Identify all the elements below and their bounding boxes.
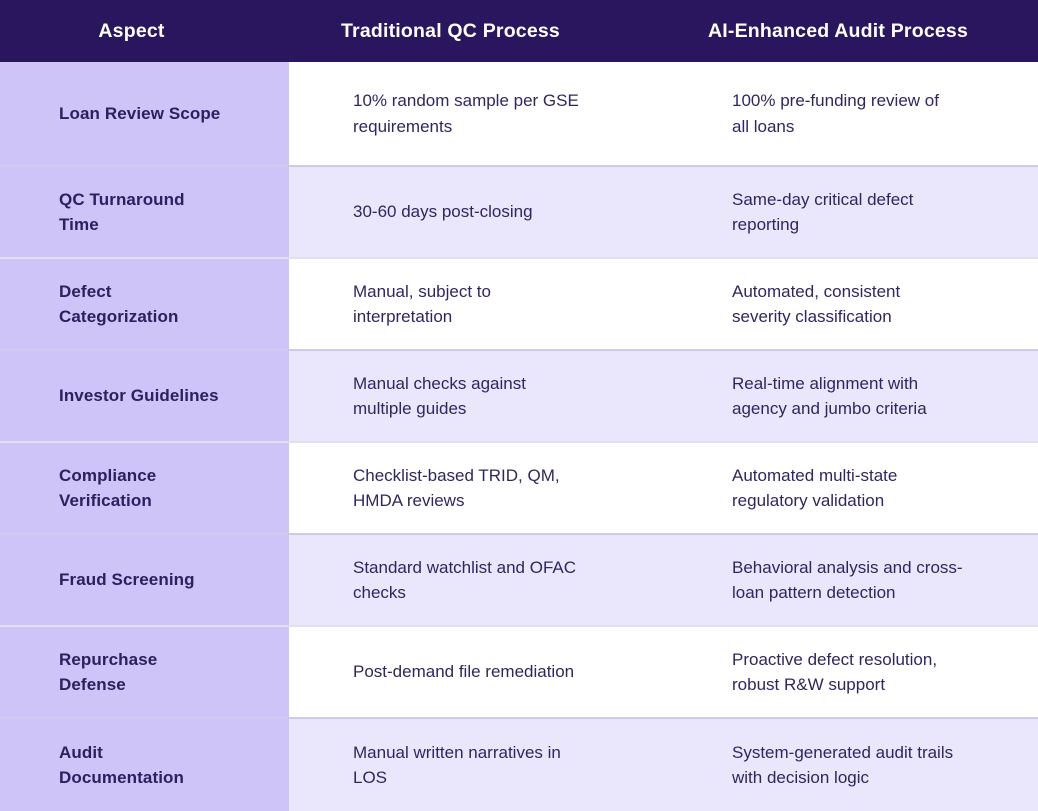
cell-aspect: QC Turnaround Time [0,167,289,257]
table-row: Repurchase Defense Post-demand file reme… [0,625,1038,717]
traditional-value: Manual, subject to interpretation [353,281,491,327]
cell-ai-enhanced: Real-time alignment with agency and jumb… [668,351,1038,441]
cell-traditional: Standard watchlist and OFAC checks [289,535,668,625]
header-cell-traditional: Traditional QC Process [263,0,638,62]
table-row: Audit Documentation Manual written narra… [0,717,1038,811]
cell-ai-enhanced: 100% pre-funding review of all loans [668,62,1038,165]
cell-aspect: Defect Categorization [0,259,289,349]
table-row: Defect Categorization Manual, subject to… [0,257,1038,349]
cell-aspect: Compliance Verification [0,443,289,533]
table-row: Compliance Verification Checklist-based … [0,441,1038,533]
cell-aspect: Audit Documentation [0,719,289,811]
traditional-value: Standard watchlist and OFAC checks [353,557,577,603]
aspect-label: Defect Categorization [59,281,179,327]
cell-ai-enhanced: Automated multi-state regulatory validat… [668,443,1038,533]
ai-enhanced-value: Proactive defect resolution, robust R&W … [732,649,938,695]
cell-traditional: Manual written narratives in LOS [289,719,668,811]
header-cell-ai-enhanced: AI-Enhanced Audit Process [638,0,1038,62]
table-header: Aspect Traditional QC Process AI-Enhance… [0,0,1038,62]
table-row: Fraud Screening Standard watchlist and O… [0,533,1038,625]
aspect-label: Loan Review Scope [59,103,221,123]
table-row: Investor Guidelines Manual checks agains… [0,349,1038,441]
cell-traditional: Manual checks against multiple guides [289,351,668,441]
aspect-label: Investor Guidelines [59,386,219,406]
header-cell-aspect: Aspect [0,0,263,62]
cell-traditional: Checklist-based TRID, QM, HMDA reviews [289,443,668,533]
aspect-label: Repurchase Defense [59,649,158,695]
cell-ai-enhanced: Behavioral analysis and cross- loan patt… [668,535,1038,625]
ai-enhanced-value: Automated, consistent severity classific… [732,281,901,327]
ai-enhanced-value: 100% pre-funding review of all loans [732,91,939,136]
header-label-traditional: Traditional QC Process [341,19,560,42]
cell-ai-enhanced: System-generated audit trails with decis… [668,719,1038,811]
cell-traditional: Post-demand file remediation [289,627,668,717]
cell-ai-enhanced: Same-day critical defect reporting [668,167,1038,257]
aspect-label: Fraud Screening [59,570,195,590]
header-label-ai-enhanced: AI-Enhanced Audit Process [708,19,968,42]
traditional-value: Manual written narratives in LOS [353,742,561,788]
cell-aspect: Repurchase Defense [0,627,289,717]
cell-ai-enhanced: Automated, consistent severity classific… [668,259,1038,349]
ai-enhanced-value: Automated multi-state regulatory validat… [732,465,898,511]
cell-aspect: Loan Review Scope [0,62,289,165]
header-label-aspect: Aspect [98,19,165,42]
traditional-value: Checklist-based TRID, QM, HMDA reviews [353,465,560,511]
table-row: Loan Review Scope 10% random sample per … [0,62,1038,165]
cell-aspect: Fraud Screening [0,535,289,625]
cell-ai-enhanced: Proactive defect resolution, robust R&W … [668,627,1038,717]
traditional-value: 30-60 days post-closing [353,202,533,222]
ai-enhanced-value: System-generated audit trails with decis… [732,742,954,788]
aspect-label: QC Turnaround Time [59,189,185,235]
cell-aspect: Investor Guidelines [0,351,289,441]
traditional-value: 10% random sample per GSE requirements [353,91,579,136]
cell-traditional: Manual, subject to interpretation [289,259,668,349]
aspect-label: Compliance Verification [59,465,157,511]
ai-enhanced-value: Same-day critical defect reporting [732,189,914,235]
table-row: QC Turnaround Time 30-60 days post-closi… [0,165,1038,257]
traditional-value: Manual checks against multiple guides [353,373,526,419]
ai-enhanced-value: Behavioral analysis and cross- loan patt… [732,557,963,603]
ai-enhanced-value: Real-time alignment with agency and jumb… [732,373,927,419]
cell-traditional: 10% random sample per GSE requirements [289,62,668,165]
cell-traditional: 30-60 days post-closing [289,167,668,257]
aspect-label: Audit Documentation [59,742,185,788]
traditional-value: Post-demand file remediation [353,662,575,682]
